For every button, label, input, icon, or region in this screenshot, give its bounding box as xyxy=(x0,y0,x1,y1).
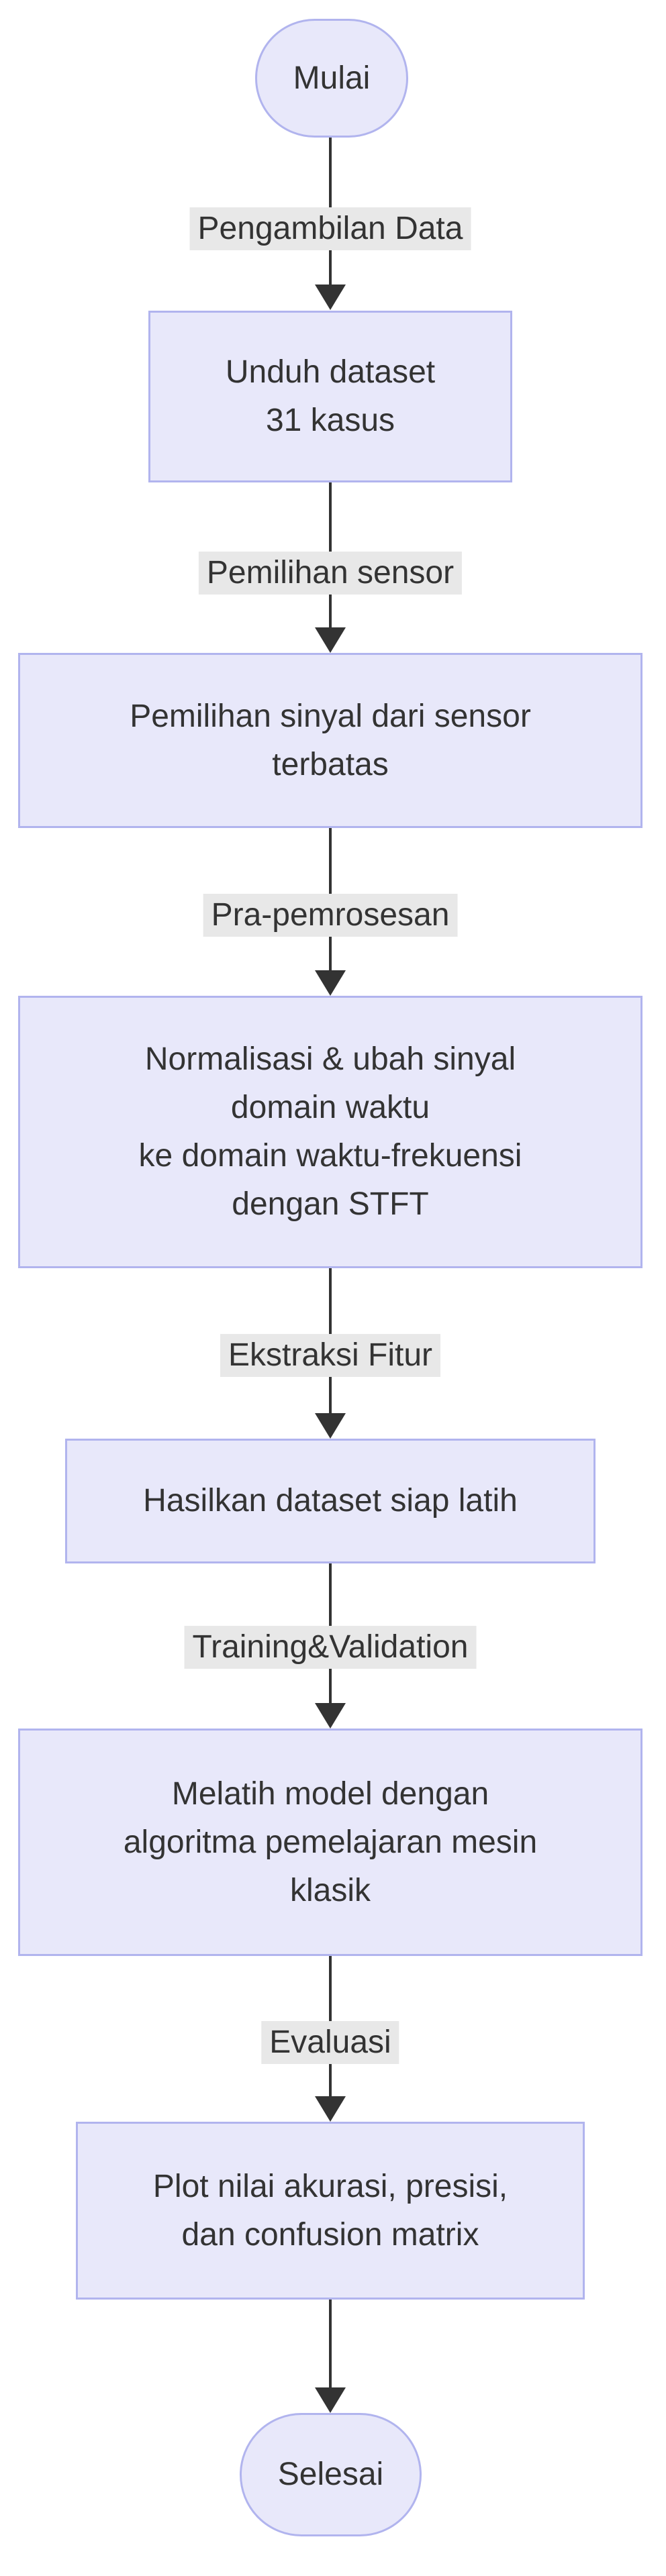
node-melatih-model: Melatih model dengan algoritma pemelajara… xyxy=(18,1729,643,1956)
arrowhead-icon xyxy=(315,627,346,653)
node-pemilihan-sinyal-text: Pemilihan sinyal dari sensor xyxy=(130,698,531,734)
node-hasilkan-dataset: Hasilkan dataset siap latih xyxy=(65,1439,596,1563)
node-melatih-model-text: klasik xyxy=(289,1872,371,1908)
node-melatih-model-text: algoritma pemelajaran mesin xyxy=(123,1824,538,1860)
node-normalisasi-stft-text: ke domain waktu-frekuensi xyxy=(138,1138,522,1174)
edge-label-hasilkan-dataset: Training&Validation xyxy=(184,1626,477,1669)
node-selesai-text: Selesai xyxy=(277,2457,384,2492)
edge-label-unduh-dataset: Pemilihan sensor xyxy=(198,552,463,595)
node-pemilihan-sinyal-text: terbatas xyxy=(272,746,389,782)
node-pemilihan-sinyal: Pemilihan sinyal dari sensor terbatas xyxy=(18,653,643,828)
node-melatih-model-text: Melatih model dengan xyxy=(171,1775,489,1812)
edge-label-pemilihan-sinyal: Pra-pemrosesan xyxy=(203,894,458,937)
node-selesai: Selesai xyxy=(240,2413,422,2536)
edge-line-plot-evaluasi-to-selesai xyxy=(329,2300,332,2391)
arrowhead-icon xyxy=(315,285,346,310)
node-plot-evaluasi: Plot nilai akurasi, presisi, dan confusio… xyxy=(76,2122,585,2300)
node-unduh-dataset-text: 31 kasus xyxy=(265,403,395,438)
node-normalisasi-stft-text: Normalisasi & ubah sinyal xyxy=(144,1041,516,1077)
arrowhead-icon xyxy=(315,1413,346,1439)
edge-label-normalisasi-stft: Ekstraksi Fitur xyxy=(220,1334,441,1377)
edge-label-melatih-model: Evaluasi xyxy=(261,2021,399,2064)
node-hasilkan-dataset-text: Hasilkan dataset siap latih xyxy=(143,1483,518,1518)
node-unduh-dataset-text: Unduh dataset xyxy=(225,354,436,390)
node-plot-evaluasi-text: Plot nilai akurasi, presisi, xyxy=(152,2168,508,2204)
arrowhead-icon xyxy=(315,2096,346,2122)
node-normalisasi-stft-text: domain waktu xyxy=(230,1090,430,1125)
arrowhead-icon xyxy=(315,2387,346,2413)
node-mulai: Mulai xyxy=(255,19,408,138)
edge-label-mulai: Pengambilan Data xyxy=(189,207,471,250)
node-mulai-text: Mulai xyxy=(293,60,371,96)
arrowhead-icon xyxy=(315,970,346,996)
arrowhead-icon xyxy=(315,1703,346,1729)
node-normalisasi-stft: Normalisasi & ubah sinyal domain waktu ke … xyxy=(18,996,643,1268)
node-normalisasi-stft-text: dengan STFT xyxy=(232,1186,429,1222)
node-plot-evaluasi-text: dan confusion matrix xyxy=(181,2216,479,2253)
node-unduh-dataset: Unduh dataset 31 kasus xyxy=(148,311,512,482)
